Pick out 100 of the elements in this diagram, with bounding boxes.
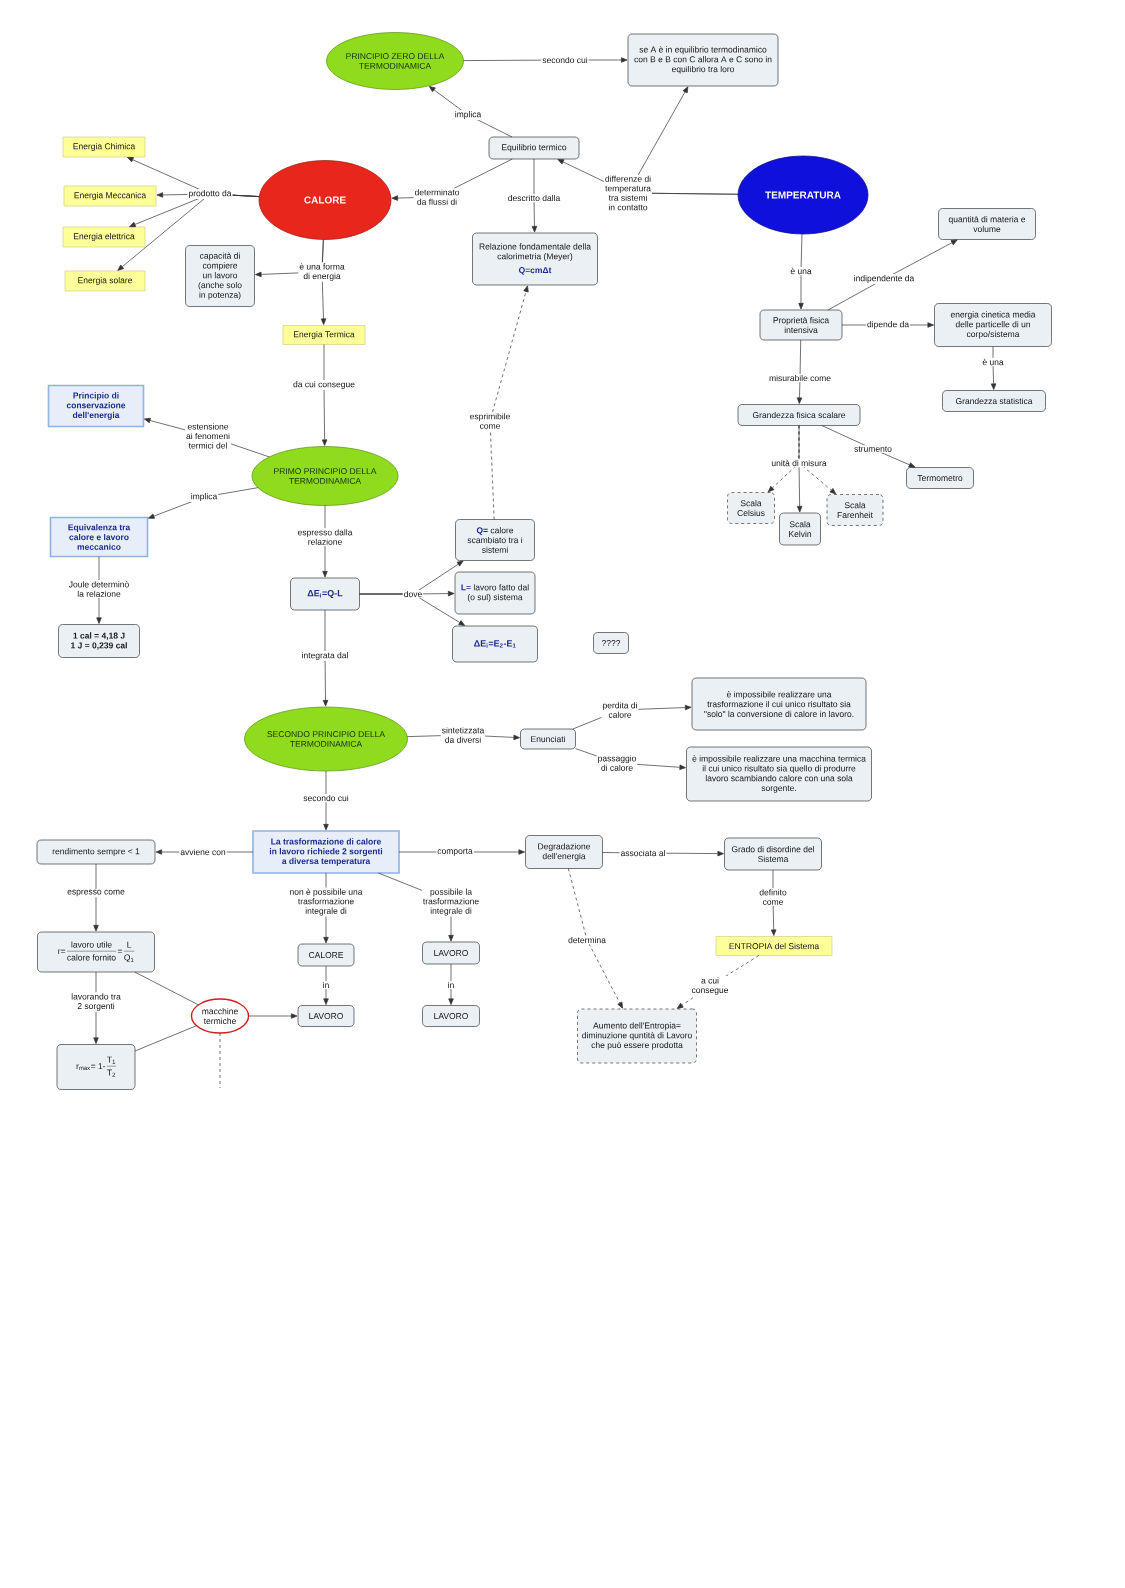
concept-box: se A è in equilibrio termodinamico con B e B con C allora A e C sono in equilibrio tra loro: [627, 33, 779, 87]
concept-box: Degradazione dell'energia: [525, 835, 603, 869]
concept-box: Principio di conservazione dell'energia: [47, 384, 145, 428]
concept-box: Aumento dell'Entropia= diminuzione quntità di Lavoro che può essere prodotta: [577, 1008, 697, 1064]
formula-box: ΔE$_{i}$=Q-L: [290, 577, 360, 611]
arrow: [359, 593, 466, 626]
concept-box: Equivalenza tra calore e lavoro meccanico: [49, 516, 149, 558]
edge-label: espresso dalla relazione: [296, 528, 354, 546]
arrow: [797, 425, 803, 513]
edge-label: strumento: [853, 445, 893, 453]
arrow: [676, 955, 760, 1009]
arrow: [531, 158, 538, 233]
concept-box: Scala Kelvin: [779, 512, 821, 546]
arrow: [771, 869, 777, 936]
arrow: [798, 233, 804, 310]
concept-box: Energia Termica: [282, 325, 366, 345]
edge-label: è una: [981, 357, 1005, 367]
edge-label: sintetizzata da diversi: [440, 726, 486, 744]
edge-label: estensione ai fenomeni termici del: [185, 422, 231, 450]
edge-label: differenze di temperatura tra sistemi in contatto: [603, 174, 653, 212]
arrow: [798, 425, 837, 495]
edge-label: passaggio di calore: [596, 754, 638, 772]
formula-box: ΔE$_{i}$=E$_{2}$-E$_{1}$: [452, 625, 538, 663]
concept-box: Equilibrio termico: [488, 136, 580, 160]
edge-label: descritto dalla: [506, 193, 562, 203]
concept-box: è impossibile realizzare una trasformazione il cui unico risultato sia "solo" la conversione di calore in lavoro.: [691, 677, 867, 731]
arrow: [248, 1013, 298, 1019]
edge-label: espresso come: [66, 888, 126, 898]
concept-box: ????: [593, 632, 629, 654]
concept-box: Enunciati: [520, 728, 576, 750]
edge-label: a cui consegue: [690, 976, 730, 996]
edge-label: è una: [789, 266, 813, 276]
connector-line: [134, 1025, 197, 1052]
concept-box: energia cinetica media delle particelle di un corpo/sistema: [934, 303, 1052, 347]
edge-label: secondo cui: [541, 55, 589, 65]
concept-box: rendimento sempre < 1: [36, 839, 156, 865]
arrow: [429, 86, 513, 138]
edge-label: perdita di calore: [601, 701, 639, 719]
concept-box: Grado di disordine del Sistema: [724, 837, 822, 871]
concept-box: Grandezza statistica: [942, 390, 1046, 412]
arrow: [448, 963, 454, 1005]
concept-box: Q= calore scambiato tra i sistemi: [455, 519, 535, 561]
arrow: [322, 505, 328, 578]
formula-box: r$_{max}$= 1- T$_{1}$ T$_{2}$: [56, 1044, 136, 1090]
edge-label: non è possibile una trasformazione integrale di: [288, 887, 364, 917]
edge-label: è una forma di energia: [298, 262, 346, 282]
formula-box: r= lavoro utile calore fornito = L Q$_{1}$: [37, 931, 155, 973]
arrow: [322, 609, 329, 707]
edge-label: avviene con: [179, 847, 227, 857]
edge-label: associata al: [619, 848, 667, 858]
edge-label: in: [321, 980, 331, 990]
edge-label: lavorando tra 2 sorgenti: [70, 992, 122, 1012]
concept-box: Relazione fondamentale della calorimetria (Meyer) Q=cmΔt: [472, 232, 598, 286]
edge-label: misurabile come: [768, 373, 832, 383]
edge-label: dove: [402, 589, 424, 599]
concept-box: ENTROPIA del Sistema: [715, 936, 833, 956]
edge-label: esprimibile come: [468, 412, 512, 430]
edge-label: implica: [189, 492, 219, 502]
edge-label: definito come: [758, 888, 788, 906]
arrow: [321, 344, 328, 446]
edge-label: unità di misura: [770, 458, 828, 468]
concept-box: Proprietà fisica intensiva: [759, 309, 843, 341]
concept-box: Grandezza fisica scalare: [737, 404, 861, 426]
edge-label: da cui consegue: [292, 380, 356, 390]
edge-label: implica: [453, 110, 483, 120]
connector-line: [134, 971, 199, 1006]
arrow: [323, 770, 329, 831]
arrow: [93, 863, 99, 932]
concept-box: Energia Chimica: [62, 136, 146, 158]
concept-box: Energia Meccanica: [63, 185, 157, 207]
concept-box: L= lavoro fatto dal (o sul) sistema: [454, 571, 536, 615]
concept-box: capacità di compiere un lavoro (anche solo in potenza): [185, 245, 255, 307]
connector-line: [219, 1032, 221, 1089]
arrow: [796, 339, 803, 404]
edge-label: possibile la trasformazione integrale di: [421, 887, 481, 917]
arrow: [990, 346, 997, 390]
arrow: [320, 239, 327, 325]
arrow: [827, 239, 958, 311]
edge-label: determinato da flussi di: [413, 188, 461, 206]
concept-box: La trasformazione di calore in lavoro richiede 2 sorgenti a diversa temperatura: [252, 830, 400, 874]
edge-label: Joule determinò la relazione: [67, 580, 131, 598]
concept-box: CALORE: [297, 943, 355, 967]
formula-box: 1 cal = 4,18 J 1 J = 0,239 cal: [58, 624, 140, 658]
edge-label: dipende da: [866, 320, 911, 330]
edge-label: indipendente da: [852, 274, 916, 284]
concept-box: LAVORO: [297, 1005, 355, 1027]
concept-box: LAVORO: [422, 941, 480, 965]
edge-label: determina: [567, 935, 607, 945]
arrow: [489, 285, 529, 520]
concept-box: LAVORO: [422, 1005, 480, 1027]
edge-label: in: [446, 980, 456, 990]
edge-label: secondo cui: [302, 793, 350, 803]
concept-box: Scala Farenheit: [826, 494, 884, 526]
concept-box: Energia elettrica: [62, 226, 146, 248]
edge-label: prodotto da: [187, 189, 233, 199]
concept-box: Termometro: [906, 467, 974, 489]
concept-box: Scala Celsius: [727, 492, 775, 524]
concept-box: è impossibile realizzare una macchina termica il cui unico risultato sia quello di produrre lavoro scambiando calore con una sola sorgente.: [686, 746, 872, 802]
arrow: [567, 868, 623, 1009]
arrow: [323, 965, 329, 1005]
